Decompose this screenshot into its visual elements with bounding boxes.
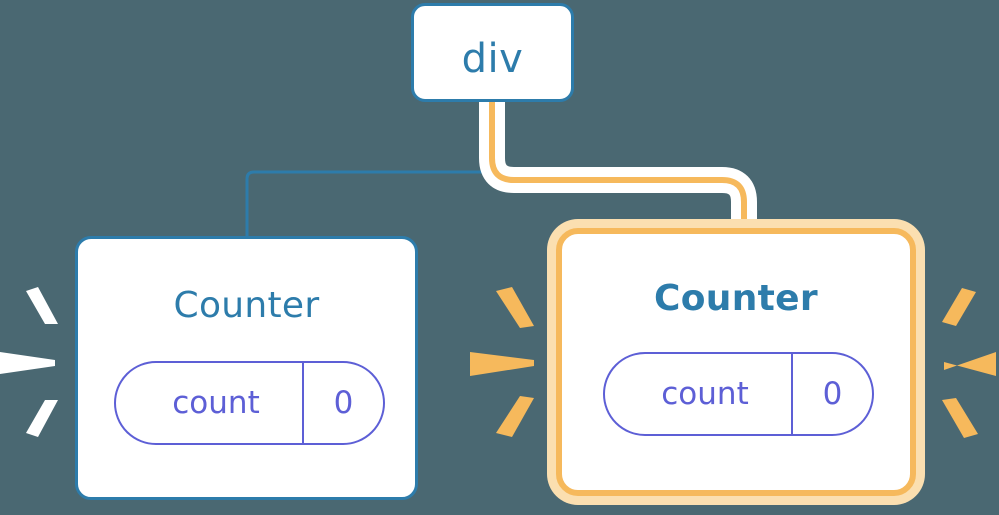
node-counter-right[interactable]: Counter count 0 <box>556 228 916 496</box>
prop-value-count-left: 0 <box>302 363 383 443</box>
node-counter-left-label: Counter <box>173 285 320 326</box>
edge-div-to-left-counter <box>245 100 494 238</box>
edge-div-to-right-counter <box>489 100 747 240</box>
node-counter-left[interactable]: Counter count 0 <box>75 236 418 500</box>
node-div-label: div <box>461 36 524 82</box>
edge-highlight-halo <box>479 100 757 240</box>
prop-key-count-left: count <box>172 385 260 421</box>
prop-pill-count-right[interactable]: count 0 <box>603 352 874 436</box>
node-counter-right-label: Counter <box>654 278 818 319</box>
node-div[interactable]: div <box>411 3 574 102</box>
prop-key-count-right: count <box>661 376 749 412</box>
prop-value-count-right: 0 <box>791 354 872 434</box>
prop-pill-count-left[interactable]: count 0 <box>114 361 385 445</box>
